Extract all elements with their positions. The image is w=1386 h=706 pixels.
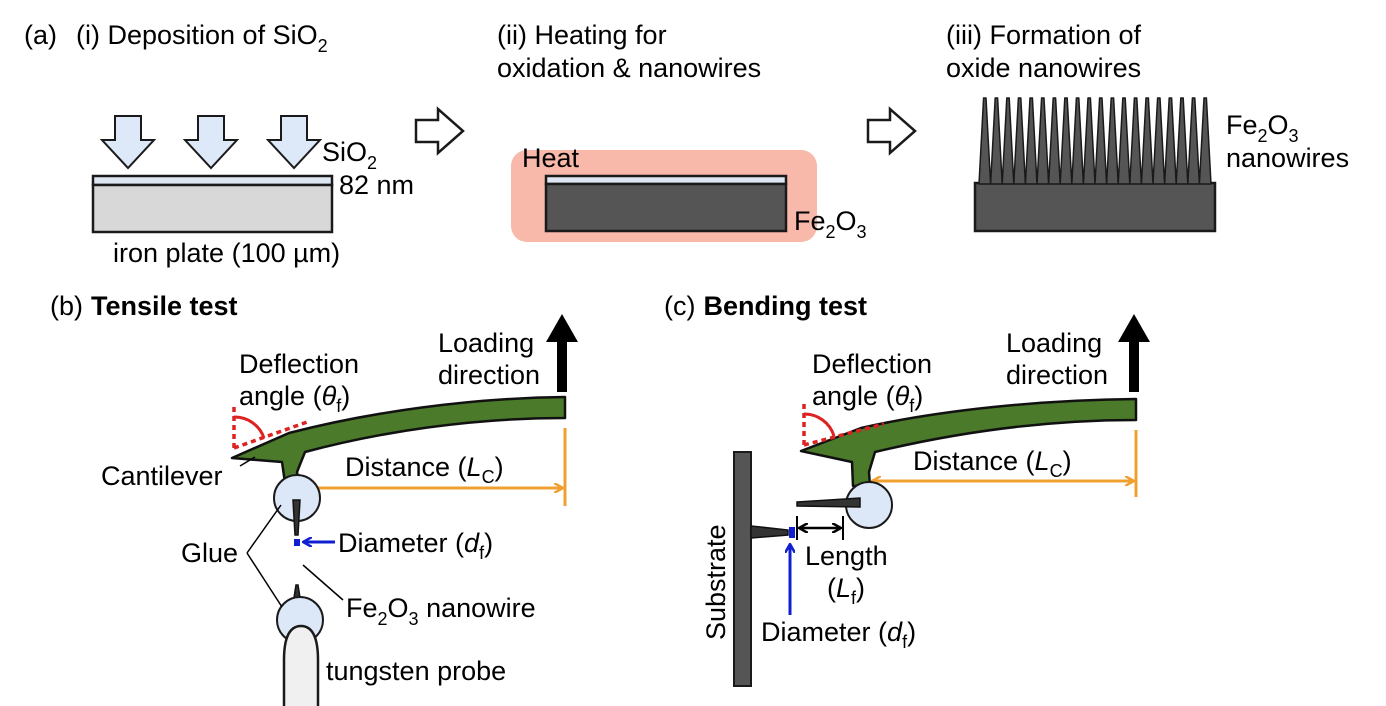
oxidized-plate [544, 182, 788, 233]
nanowire-label: Fe2O3 nanowire [346, 593, 536, 629]
length-label-line1: Length [805, 541, 888, 571]
distance-label: Distance (LC) [345, 452, 504, 487]
angle-label: angle (θf) [239, 381, 350, 416]
glue-leader-top [246, 504, 282, 554]
substrate-label: Substrate [701, 524, 731, 640]
step3-title-line1: (iii) Formation of [946, 20, 1142, 50]
iron-plate-label: iron plate (100 µm) [113, 238, 340, 268]
step2-title-line1: (ii) Heating for [497, 20, 667, 50]
deflection-label: Deflection [239, 349, 359, 379]
sio2-layer [91, 174, 334, 187]
loading-label-line2: direction [1006, 360, 1108, 390]
glue-leader-bottom [246, 552, 283, 608]
right-arrow-icon [866, 106, 917, 156]
angle-arc [233, 415, 266, 439]
right-arrow-icon [414, 106, 465, 156]
down-arrow-icon [182, 115, 240, 170]
deposition-arrows [99, 115, 323, 170]
nanowires-label-line2: nanowires [1226, 143, 1349, 173]
nanowire-fixed [750, 525, 789, 539]
loading-label-line2: direction [438, 360, 540, 390]
cantilever [799, 397, 1138, 488]
down-arrow-icon [99, 115, 157, 170]
panel-c: (c)Bending test Loading direction Deflec… [664, 291, 1150, 687]
down-arrow-icon [265, 115, 323, 170]
loading-arrow-icon [546, 314, 578, 392]
sio2-label: SiO2 [322, 137, 377, 173]
step3-title-line2: oxide nanowires [946, 53, 1141, 83]
diameter-label: Diameter (df) [761, 617, 916, 652]
probe-label: tungsten probe [326, 656, 506, 686]
cantilever [230, 395, 567, 485]
step1-title: (i) Deposition of SiO2 [76, 20, 328, 56]
panel-b: (b)Tensile test Loading direction Deflec… [50, 291, 578, 706]
nanowire-leader [302, 564, 344, 601]
panel-a: (a) (i) Deposition of SiO2 SiO2 82 nm ir… [24, 20, 1349, 268]
deflected-reference [233, 419, 311, 450]
substrate [733, 451, 752, 687]
nanowire-array [973, 97, 1217, 233]
diameter-marker [789, 527, 795, 538]
deflected-reference [803, 422, 885, 447]
step2-title-line2: oxidation & nanowires [497, 53, 761, 83]
panel-a-label: (a) [24, 20, 57, 50]
fe2o3-label: Fe2O3 [794, 206, 867, 242]
cantilever-leader [239, 456, 256, 467]
iron-plate [91, 183, 334, 234]
length-label-line2: (Lf) [827, 573, 865, 608]
nanowire-upper [292, 499, 301, 536]
nanowires-label: Fe2O3 [1226, 110, 1299, 146]
diameter-label: Diameter (df) [338, 528, 493, 563]
angle-label: angle (θf) [812, 381, 923, 416]
glue-label: Glue [181, 538, 238, 568]
deflection-label: Deflection [812, 349, 932, 379]
tungsten-probe [282, 624, 320, 706]
panel-b-label: (b)Tensile test [50, 291, 238, 321]
panel-c-label: (c)Bending test [664, 291, 867, 321]
heat-label: Heat [522, 143, 580, 173]
loading-label-line1: Loading [438, 328, 534, 358]
sio2-thickness: 82 nm [339, 170, 414, 200]
diameter-marker [294, 539, 300, 546]
distance-label: Distance (LC) [913, 446, 1072, 481]
nanowire-deflected [796, 497, 861, 508]
angle-arc [803, 412, 836, 437]
loading-label-line1: Loading [1006, 328, 1102, 358]
loading-arrow-icon [1118, 314, 1150, 392]
cantilever-label: Cantilever [101, 461, 223, 491]
